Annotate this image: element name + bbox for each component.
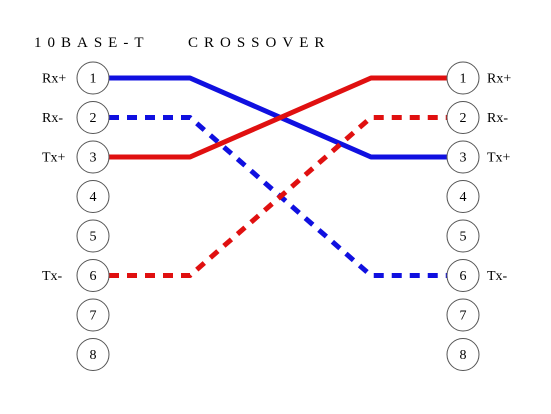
wire-6-to-2 xyxy=(109,115,447,278)
left-pin-circle xyxy=(76,298,110,332)
left-pin-number: 2 xyxy=(90,111,97,126)
right-pin-number: 4 xyxy=(460,190,467,205)
right-pin-label: Tx- xyxy=(487,269,508,284)
wire-3-to-1 xyxy=(109,75,447,160)
right-pin-circle xyxy=(446,61,480,95)
title-left: 10BASE-T xyxy=(34,35,150,51)
right-pin-1: 1 Rx+ xyxy=(446,61,511,95)
right-pin-4: 4 xyxy=(446,180,480,213)
right-pin-circle xyxy=(446,180,480,213)
right-pin-8: 8 xyxy=(446,338,480,371)
right-pin-number: 8 xyxy=(460,348,467,363)
right-pin-7: 7 xyxy=(446,298,480,332)
right-pin-3: 3 Tx+ xyxy=(446,140,511,174)
left-pin-5: 5 xyxy=(76,219,110,253)
left-pin-circle xyxy=(76,180,110,213)
left-pin-2: 2 Rx- xyxy=(42,101,110,134)
left-pin-label: Rx+ xyxy=(42,72,66,87)
right-pin-number: 5 xyxy=(460,230,467,245)
right-pin-circle xyxy=(446,338,480,371)
right-pin-number: 1 xyxy=(460,72,467,87)
left-connector: 1 Rx+ 2 Rx- 3 Tx+ 4 5 6 Tx- 7 8 xyxy=(42,61,110,371)
right-pin-label: Tx+ xyxy=(487,151,511,166)
right-pin-number: 3 xyxy=(460,151,467,166)
right-pin-circle xyxy=(446,298,480,332)
left-pin-7: 7 xyxy=(76,298,110,332)
left-pin-label: Tx- xyxy=(42,269,63,284)
title: 10BASE-T CROSSOVER xyxy=(34,35,330,51)
left-pin-circle xyxy=(76,219,110,253)
left-pin-circle xyxy=(76,140,110,174)
left-pin-number: 6 xyxy=(90,269,97,284)
left-pin-circle xyxy=(76,259,110,292)
left-pin-6: 6 Tx- xyxy=(42,259,110,292)
left-pin-3: 3 Tx+ xyxy=(42,140,110,174)
right-pin-6: 6 Tx- xyxy=(446,259,508,292)
left-pin-label: Tx+ xyxy=(42,151,66,166)
right-pin-2: 2 Rx- xyxy=(446,101,508,134)
left-pin-number: 5 xyxy=(90,230,97,245)
right-pin-label: Rx- xyxy=(487,111,508,126)
title-right: CROSSOVER xyxy=(188,35,330,51)
right-pin-circle xyxy=(446,140,480,174)
right-pin-5: 5 xyxy=(446,219,480,253)
right-pin-circle xyxy=(446,101,480,134)
right-pin-number: 6 xyxy=(460,269,467,284)
right-connector: 1 Rx+ 2 Rx- 3 Tx+ 4 5 6 Tx- 7 8 xyxy=(446,61,511,371)
left-pin-8: 8 xyxy=(76,338,110,371)
left-pin-circle xyxy=(76,101,110,134)
wires xyxy=(109,75,447,278)
left-pin-4: 4 xyxy=(76,180,110,213)
left-pin-circle xyxy=(76,61,110,95)
left-pin-number: 3 xyxy=(90,151,97,166)
left-pin-number: 4 xyxy=(90,190,97,205)
right-pin-circle xyxy=(446,259,480,292)
left-pin-circle xyxy=(76,338,110,371)
right-pin-number: 2 xyxy=(460,111,467,126)
left-pin-1: 1 Rx+ xyxy=(42,61,110,95)
left-pin-label: Rx- xyxy=(42,111,63,126)
left-pin-number: 7 xyxy=(90,309,97,324)
right-pin-number: 7 xyxy=(460,309,467,324)
left-pin-number: 8 xyxy=(90,348,97,363)
right-pin-label: Rx+ xyxy=(487,72,511,87)
right-pin-circle xyxy=(446,219,480,253)
left-pin-number: 1 xyxy=(90,72,97,87)
